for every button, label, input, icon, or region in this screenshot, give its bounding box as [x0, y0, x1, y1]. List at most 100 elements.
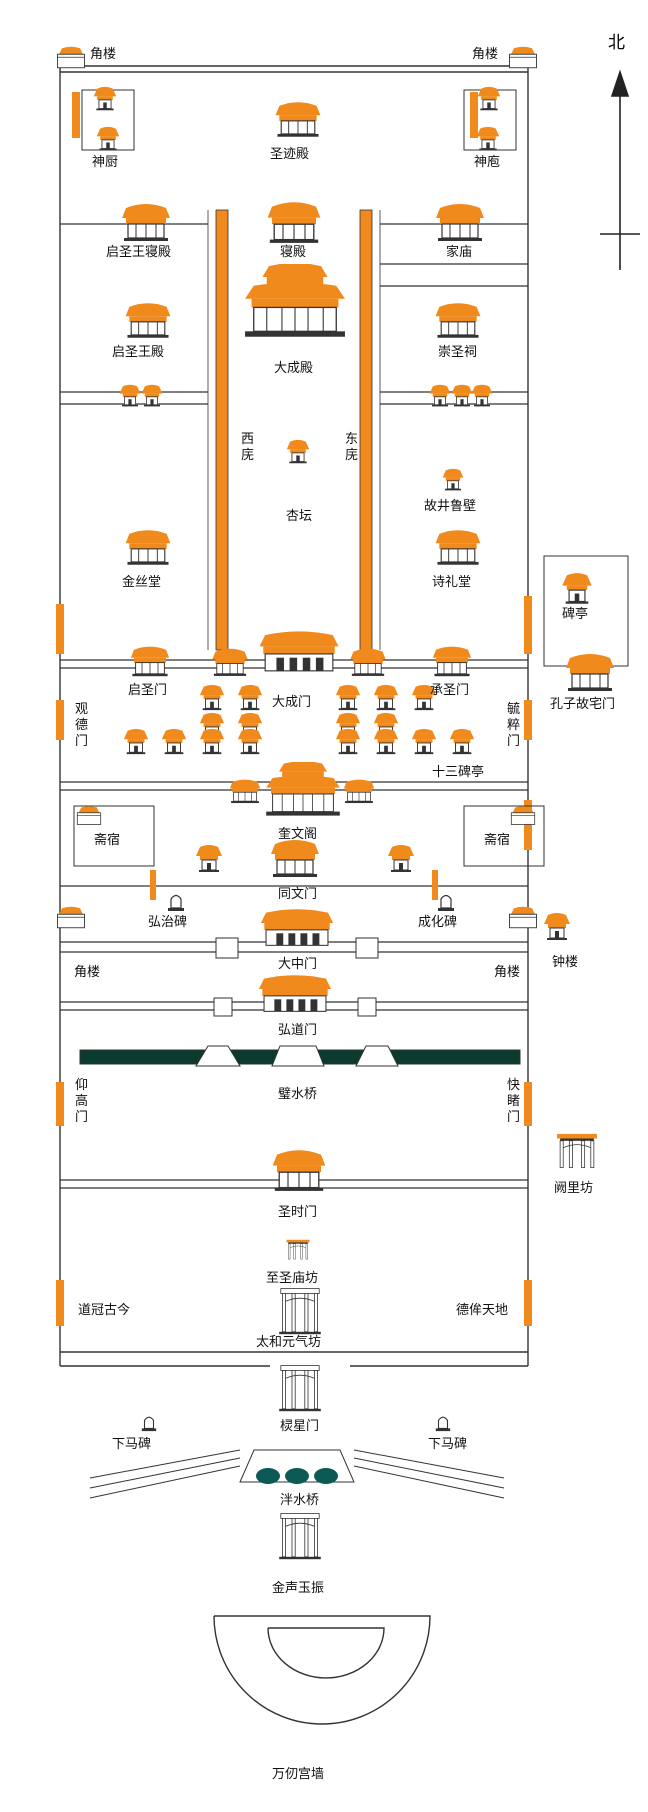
- kuiwenge-building: [265, 762, 341, 817]
- label-jinsitang: 金丝堂: [122, 575, 162, 590]
- bishuiqiao-moat: [79, 1045, 521, 1067]
- label-gujing-lubi: 故井鲁壁: [424, 499, 477, 514]
- xiamabei-w-stele: [141, 1416, 157, 1432]
- tongwen-pav-e: [387, 844, 415, 873]
- label-guandemen: 观德门: [74, 702, 88, 749]
- beiting-annex: [543, 555, 629, 692]
- label-beiting: 碑亭: [562, 607, 589, 622]
- kuiwenge-wing-w: [229, 779, 261, 804]
- label-wanren-gongqiang: 万仞宫墙: [272, 1767, 325, 1782]
- label-qishengmen: 启圣门: [128, 683, 168, 698]
- corridor-walls: [207, 209, 381, 651]
- label-xiamabei-e: 下马碑: [428, 1437, 468, 1452]
- label-jiaolou-nw: 角楼: [90, 47, 117, 62]
- label-shenpao: 神庖: [474, 155, 501, 170]
- qinshengwang-qindian-building: [121, 203, 171, 242]
- panshuiqiao-bridge: [89, 1449, 505, 1499]
- label-yucuimen: 毓粹门: [506, 702, 520, 749]
- label-shengjidian: 圣迹殿: [270, 147, 310, 162]
- label-tongwenmen: 同文门: [278, 887, 318, 902]
- zhaisu-west: [73, 805, 155, 867]
- label-xingtan: 杏坛: [286, 509, 313, 524]
- gujing-lubi-building: [442, 468, 464, 491]
- chengshengmen-building: [432, 646, 472, 677]
- label-jiaolou-sw: 角楼: [74, 965, 101, 980]
- xiamabei-e-stele: [435, 1416, 451, 1432]
- label-dachengdian: 大成殿: [274, 361, 314, 376]
- label-dachengmen: 大成门: [272, 695, 312, 710]
- north-label: 北: [608, 33, 625, 53]
- kuiwenge-wing-e: [343, 779, 375, 804]
- label-kuiwenge: 奎文阁: [278, 827, 318, 842]
- hongdaomen-building: [258, 974, 332, 1012]
- wall-gates: [119, 384, 493, 407]
- label-decan-tiandi: 德侔天地: [456, 1303, 509, 1318]
- label-shilitang: 诗礼堂: [432, 575, 472, 590]
- shenpao-building: [463, 86, 517, 151]
- shilitang-building: [434, 529, 482, 566]
- queli-fang-building: [556, 1133, 598, 1169]
- zhishengmiao-fang-building: [286, 1239, 310, 1260]
- label-hongzhibei: 弘治碑: [148, 915, 188, 930]
- label-zhaisu-w: 斋宿: [94, 833, 121, 848]
- label-zhishengmiao-fang: 至圣庙坊: [266, 1271, 319, 1286]
- tongwen-pav-w: [195, 844, 223, 873]
- label-jiaolou-ne: 角楼: [472, 47, 499, 62]
- label-jiaolou-se: 角楼: [494, 965, 521, 980]
- label-zhonglou: 钟楼: [552, 955, 579, 970]
- taihe-yuanqi-fang-building: [278, 1365, 322, 1412]
- label-daoguan-gujin: 道冠古今: [78, 1303, 131, 1318]
- dachengmen-building: [258, 630, 340, 672]
- label-zhaisu-e: 斋宿: [484, 833, 511, 848]
- label-qinshengwang-dian: 启圣王殿: [112, 345, 165, 360]
- xingtan-building: [286, 439, 310, 464]
- tongwenmen-building: [270, 839, 320, 878]
- label-hongdaomen: 弘道门: [278, 1023, 318, 1038]
- label-qindian: 寝殿: [280, 245, 307, 260]
- label-kuaidumen: 快睹门: [506, 1078, 520, 1125]
- jinsitang-building: [124, 529, 172, 566]
- label-shengshimen: 圣时门: [278, 1205, 318, 1220]
- label-bishuiqiao: 璧水桥: [278, 1087, 318, 1102]
- label-xiamabei-w: 下马碑: [112, 1437, 152, 1452]
- jiamiao-building: [435, 203, 485, 242]
- label-queli-fang: 阙里坊: [554, 1181, 594, 1196]
- label-dazhongmen: 大中门: [278, 957, 318, 972]
- label-chongshengci: 崇圣祠: [438, 345, 478, 360]
- label-chenghuabei: 成化碑: [418, 915, 458, 930]
- chongshengci-building: [435, 302, 481, 339]
- wanren-gongqiang-wall: [213, 1615, 431, 1725]
- label-dongwu: 东庑: [344, 432, 358, 463]
- chenghuabei-stele: [437, 894, 455, 912]
- dazhongmen-building: [260, 908, 334, 946]
- qishengmen-building: [130, 646, 170, 677]
- zhishengmiao-fang-pillars: [278, 1288, 322, 1335]
- label-shisan-beiting: 十三碑亭: [432, 765, 485, 780]
- label-jiamiao: 家庙: [446, 245, 473, 260]
- qindian-building: [266, 201, 322, 244]
- side-gates: [56, 92, 532, 1326]
- shengjidian-building: [274, 101, 322, 138]
- label-panshuiqiao: 泮水桥: [280, 1493, 320, 1508]
- dachengmen-wing-w: [211, 648, 249, 677]
- label-xiwu: 西庑: [240, 432, 254, 463]
- hongzhibei-stele: [167, 894, 185, 912]
- shengshimen-building: [271, 1149, 327, 1192]
- label-kongzi-guzhaimen: 孔子故宅门: [550, 697, 616, 712]
- label-jinsheng-yuzhen: 金声玉振: [272, 1581, 325, 1596]
- label-lingxingmen: 棂星门: [280, 1419, 320, 1434]
- north-arrow: [600, 69, 640, 270]
- dachengdian-building: [244, 264, 346, 338]
- label-taihe-yuanqi-fang: 太和元气坊: [256, 1335, 322, 1350]
- dachengmen-wing-e: [349, 648, 387, 677]
- zhonglou-building: [543, 912, 571, 941]
- label-qinshengwang-qindian: 启圣王寝殿: [106, 245, 172, 260]
- jinsheng-yuzhen-fang: [278, 1513, 322, 1560]
- qinshengwang-dian-building: [124, 302, 171, 339]
- shenchu-building: [81, 86, 135, 151]
- zhaisu-east: [463, 805, 545, 867]
- label-yanggaomen: 仰高门: [74, 1078, 88, 1125]
- label-shenchu: 神厨: [92, 155, 119, 170]
- label-chengshengmen: 承圣门: [430, 683, 470, 698]
